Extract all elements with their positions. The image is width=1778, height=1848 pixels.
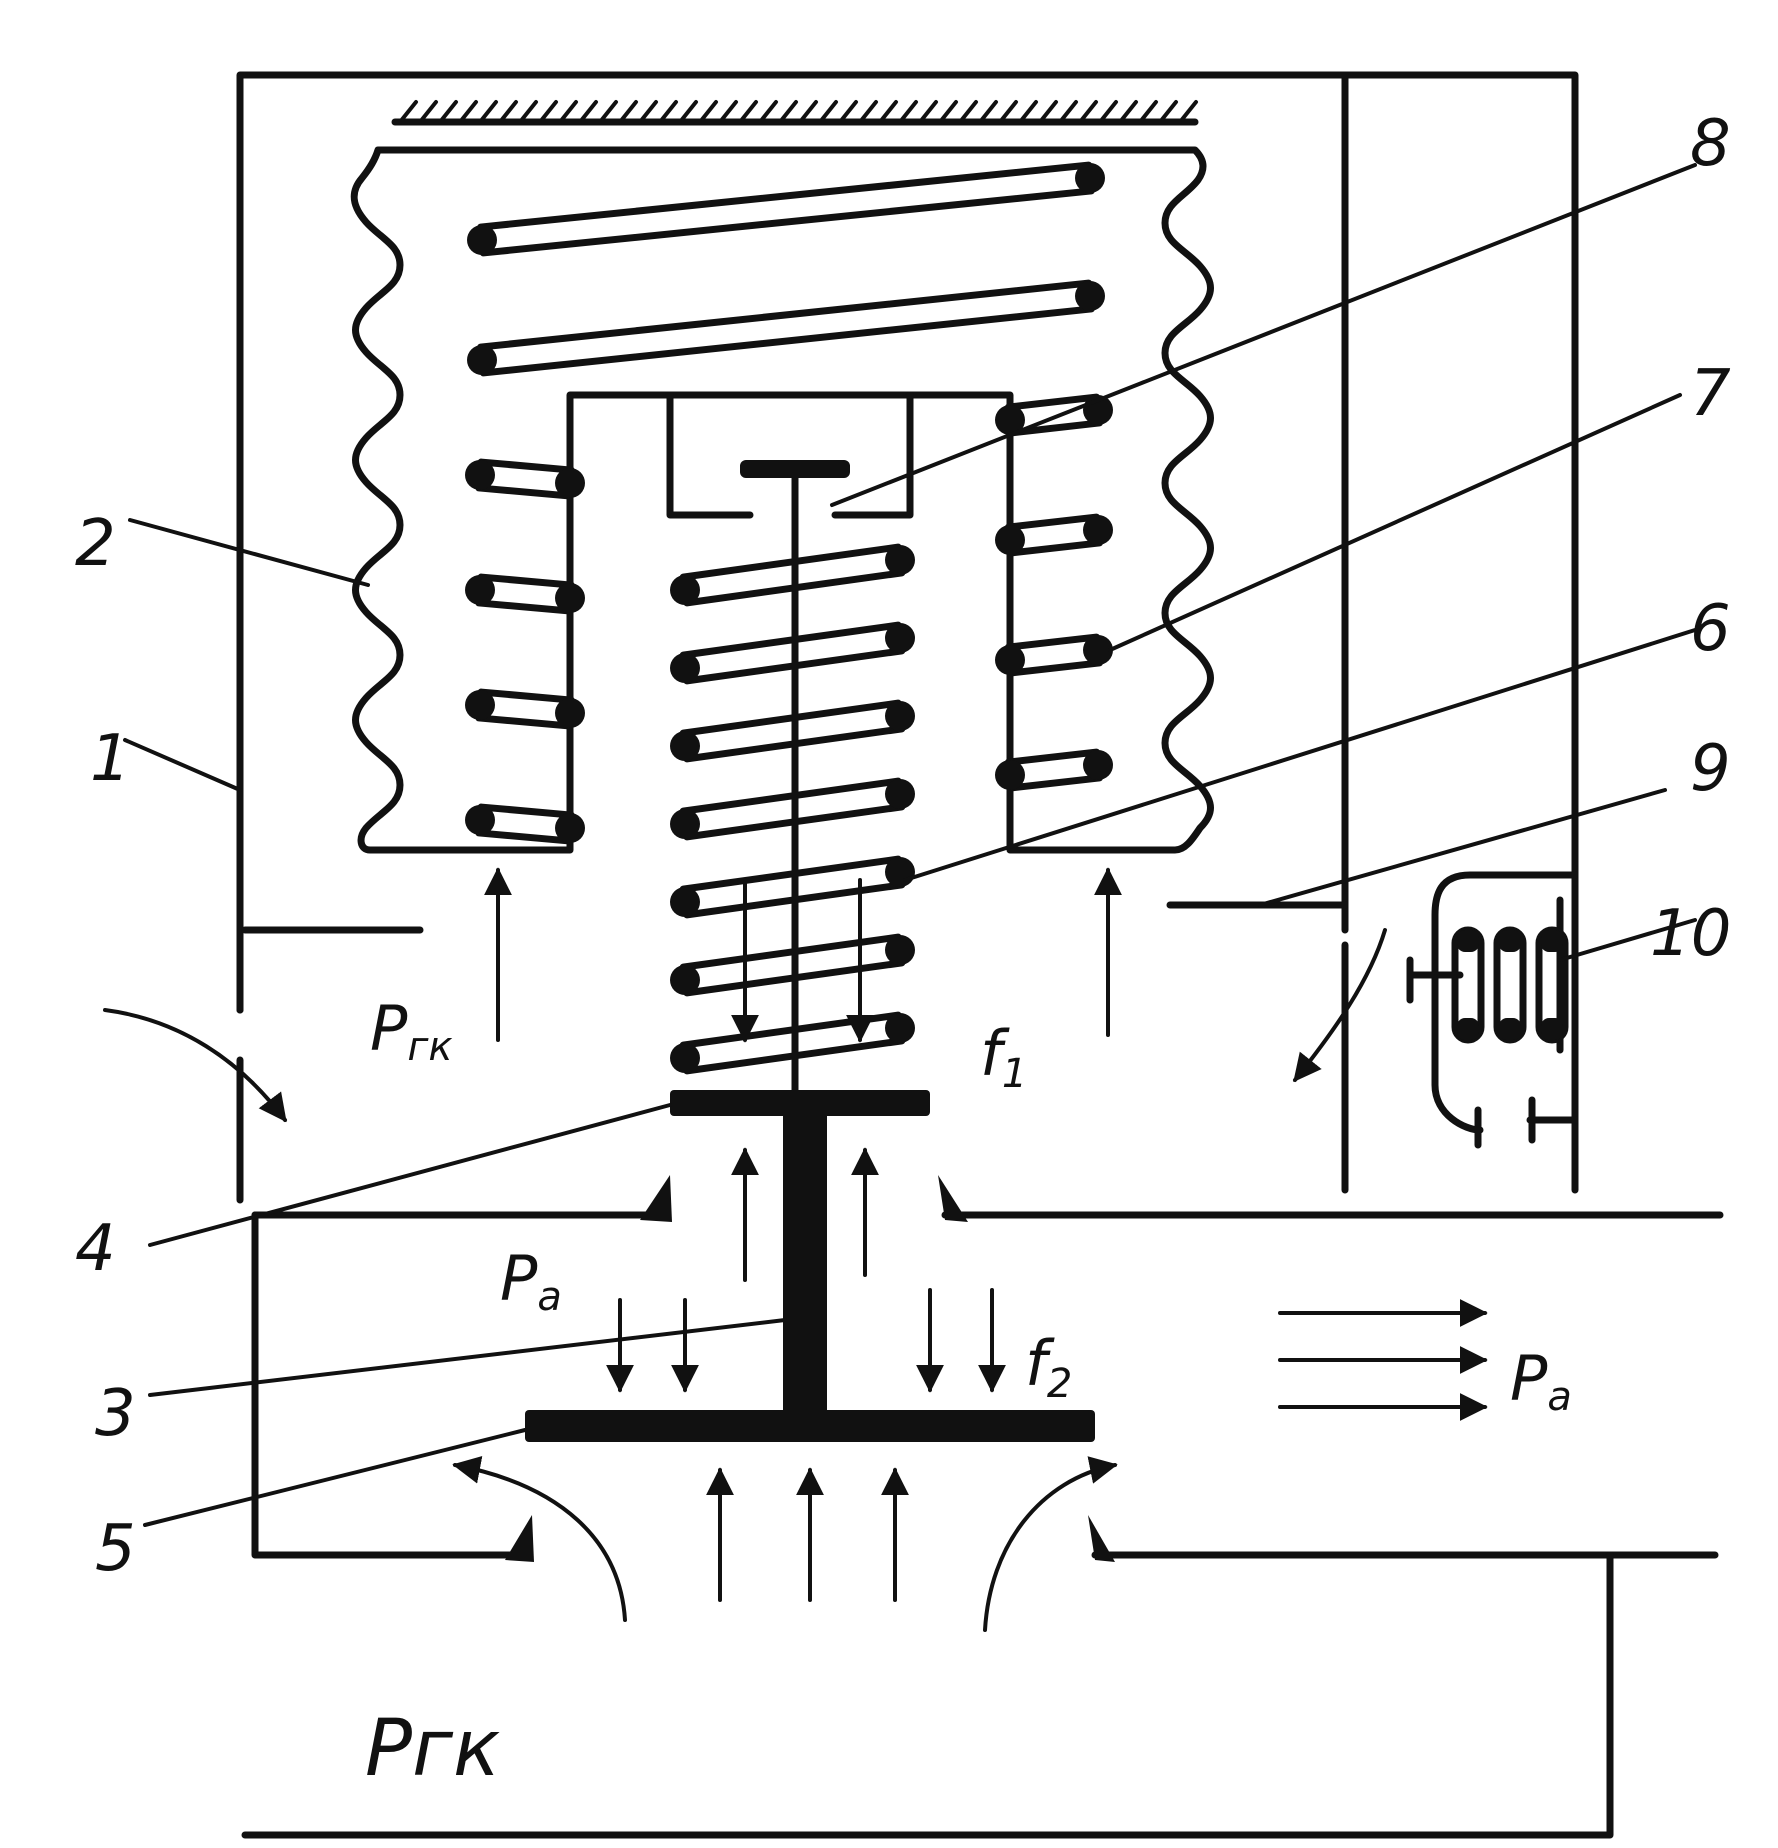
hatch-stroke	[658, 100, 678, 124]
outer-coil	[467, 279, 1105, 377]
housing	[236, 71, 1724, 1839]
hatch-stroke	[578, 100, 598, 124]
hatch-stroke	[618, 100, 638, 124]
hatch-stroke	[558, 100, 578, 124]
valve-stem	[783, 1110, 827, 1420]
outer-spring	[465, 161, 1113, 845]
symbols: Pгк Pa Pa f1 f2 Pгк	[365, 992, 1572, 1794]
hatch-stroke	[1178, 100, 1198, 124]
hatch-stroke	[898, 100, 918, 124]
bellows	[350, 146, 1214, 854]
hatch-stroke	[1078, 100, 1098, 124]
outer-coil-right	[995, 393, 1113, 437]
hatch-stroke	[438, 100, 458, 124]
hatch-stroke	[1018, 100, 1038, 124]
outer-coil-left	[465, 458, 585, 500]
svg-text:Pгк: Pгк	[370, 992, 453, 1070]
hatch-stroke	[938, 100, 958, 124]
hatch-stroke	[798, 100, 818, 124]
hatch-stroke	[858, 100, 878, 124]
pa-right-subscript: a	[1547, 1374, 1572, 1420]
outer-coil-left	[465, 803, 585, 845]
pgk-subscript: гк	[407, 1024, 452, 1070]
hatch-stroke	[538, 100, 558, 124]
hatch-stroke	[1038, 100, 1058, 124]
hatch-stroke	[498, 100, 518, 124]
label-3: 3	[95, 1377, 136, 1451]
hatch-stroke	[1098, 100, 1118, 124]
outer-coil	[467, 161, 1105, 257]
label-5: 5	[95, 1512, 136, 1586]
hatch-stroke	[838, 100, 858, 124]
upper-valve-disk	[670, 1090, 930, 1116]
outer-coil-left	[465, 573, 585, 615]
hatch-stroke	[918, 100, 938, 124]
part-numbers: 1 2 3 4 5 6 7 8 9 10	[75, 107, 1731, 1586]
label-8: 8	[1690, 107, 1731, 181]
inner-coil	[670, 933, 915, 997]
label-9: 9	[1690, 732, 1731, 806]
hatch-stroke	[878, 100, 898, 124]
pgk-bottom-label: Pгк	[365, 1704, 500, 1794]
svg-text:Pa: Pa	[500, 1242, 562, 1320]
f1-subscript: 1	[1002, 1051, 1027, 1097]
hatch-stroke	[698, 100, 718, 124]
relief-valve	[1406, 871, 1579, 1149]
hatch-stroke	[718, 100, 738, 124]
inner-coil	[670, 699, 915, 763]
label-2: 2	[75, 507, 116, 581]
hatch-stroke	[1118, 100, 1138, 124]
hatch-stroke	[758, 100, 778, 124]
outer-coil-right	[995, 748, 1113, 792]
hatch-stroke	[418, 100, 438, 124]
hatch-stroke	[1058, 100, 1078, 124]
hatch-stroke	[398, 100, 418, 124]
fixed-mount-hatching	[391, 100, 1199, 126]
spring-housing	[666, 391, 914, 519]
pressure-arrows	[103, 867, 1488, 1632]
label-1: 1	[90, 722, 131, 796]
f2-subscript: 2	[1047, 1361, 1072, 1407]
hatch-stroke	[518, 100, 538, 124]
hatch-stroke	[998, 100, 1018, 124]
hatch-stroke	[1138, 100, 1158, 124]
label-10: 10	[1650, 897, 1731, 971]
hatch-stroke	[958, 100, 978, 124]
svg-text:f1: f1	[980, 1017, 1027, 1097]
hatch-stroke	[978, 100, 998, 124]
pgk-symbol: P	[370, 992, 408, 1065]
outer-coil-left	[465, 688, 585, 730]
hatch-stroke	[478, 100, 498, 124]
label-7: 7	[1690, 357, 1731, 431]
hatch-stroke	[818, 100, 838, 124]
outer-coil-right	[995, 633, 1113, 677]
hatch-stroke	[738, 100, 758, 124]
hatch-stroke	[778, 100, 798, 124]
hatch-stroke	[1158, 100, 1178, 124]
valve-assembly	[525, 460, 1095, 1442]
outer-coil-right	[995, 513, 1113, 557]
hatch-stroke	[458, 100, 478, 124]
svg-text:Pa: Pa	[1510, 1342, 1572, 1420]
hatch-stroke	[678, 100, 698, 124]
svg-text:f2: f2	[1025, 1327, 1072, 1407]
pa-left-symbol: P	[500, 1242, 538, 1315]
hatch-stroke	[598, 100, 618, 124]
hatch-stroke	[638, 100, 658, 124]
pa-right-symbol: P	[1510, 1342, 1548, 1415]
label-4: 4	[75, 1212, 116, 1286]
lower-valve-disk	[525, 1410, 1095, 1442]
pa-left-subscript: a	[537, 1274, 562, 1320]
leader-lines	[123, 163, 1697, 1527]
label-6: 6	[1690, 592, 1731, 666]
